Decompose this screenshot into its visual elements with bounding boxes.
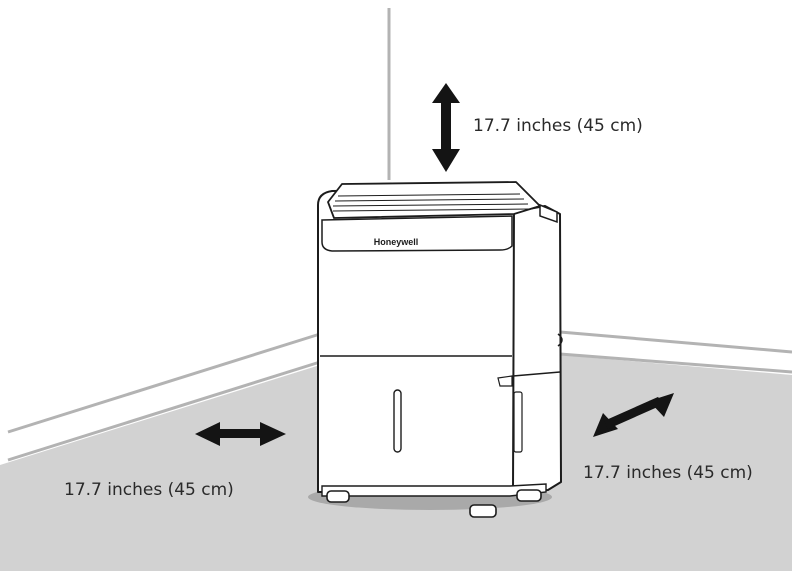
double-arrow-horizontal-icon — [195, 422, 286, 446]
brand-logo: Honeywell — [374, 237, 419, 247]
caster-front-right — [469, 504, 497, 518]
right-baseboard-bottom — [559, 352, 792, 374]
caster-front-left — [326, 490, 350, 503]
control-band — [321, 215, 513, 252]
water-level-window — [393, 389, 402, 453]
double-arrow-diagonal-icon — [593, 393, 674, 437]
right-baseboard-top — [559, 330, 792, 354]
grille-slat — [332, 208, 531, 212]
tank-lip — [497, 375, 513, 387]
top-clearance-label: 17.7 inches (45 cm) — [473, 116, 643, 136]
base-plinth — [321, 483, 547, 497]
caster-back-right — [516, 489, 542, 502]
side-knob — [557, 333, 563, 347]
side-handle — [539, 203, 558, 224]
dehumidifier: Honeywell — [308, 181, 563, 518]
grille-slat — [334, 198, 525, 202]
left-baseboard-top — [7, 332, 321, 434]
grille-slat — [337, 193, 521, 197]
side-vent — [513, 391, 523, 453]
double-arrow-vertical-icon — [432, 83, 460, 172]
left-clearance-label: 17.7 inches (45 cm) — [64, 480, 234, 500]
left-baseboard-bottom — [7, 360, 321, 462]
side-seam — [512, 371, 561, 377]
grille-slat — [332, 203, 529, 207]
right-clearance-label: 17.7 inches (45 cm) — [583, 463, 753, 483]
